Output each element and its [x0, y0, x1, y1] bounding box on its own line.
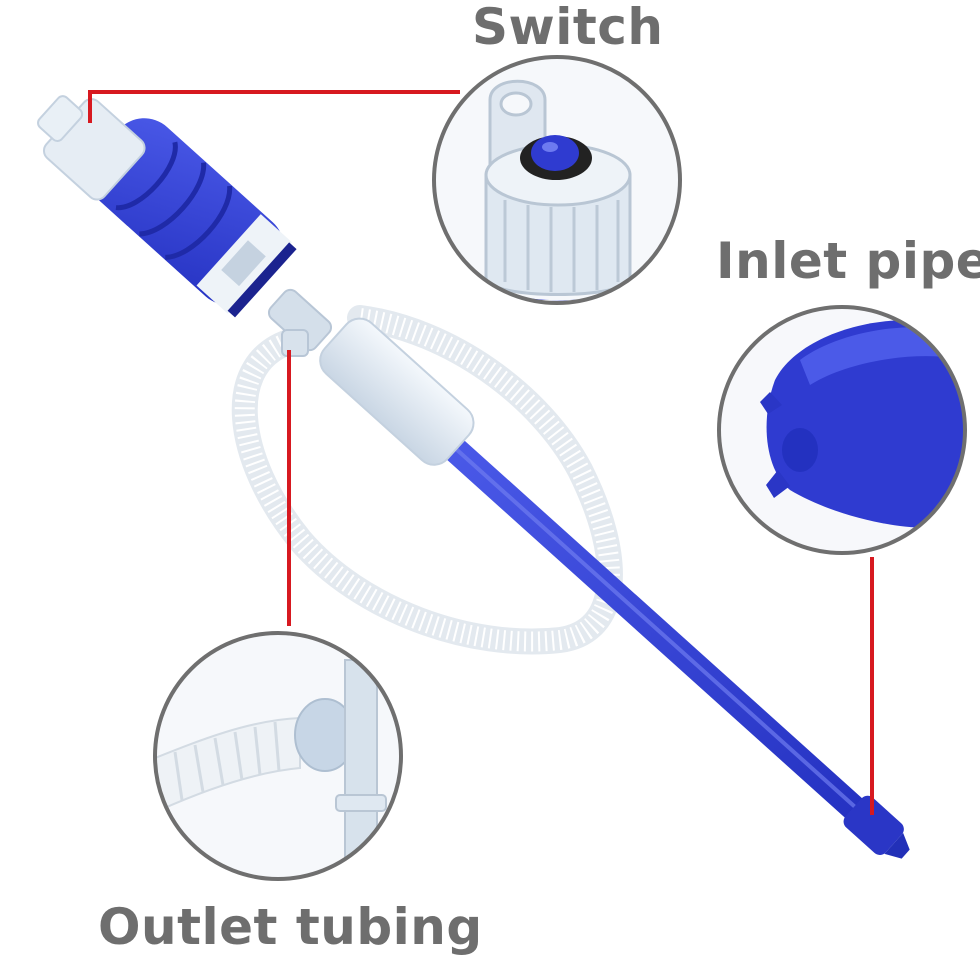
outlet-tubing-label: Outlet tubing [98, 898, 483, 956]
switch-label: Switch [472, 0, 664, 56]
leader-lines [88, 90, 874, 815]
inlet-detail-circle [717, 305, 967, 555]
switch-leader-line [88, 90, 460, 123]
inlet-pipe-label: Inlet pipe [716, 232, 980, 290]
inlet-nozzle-icon [719, 307, 965, 553]
push-switch-cap-icon [434, 57, 680, 303]
electric-siphon-pump-icon [37, 95, 910, 859]
outlet-detail-circle [153, 631, 403, 881]
outlet-hose [231, 305, 623, 655]
outlet-hose-connector-icon [155, 633, 401, 879]
switch-detail-circle [432, 55, 682, 305]
